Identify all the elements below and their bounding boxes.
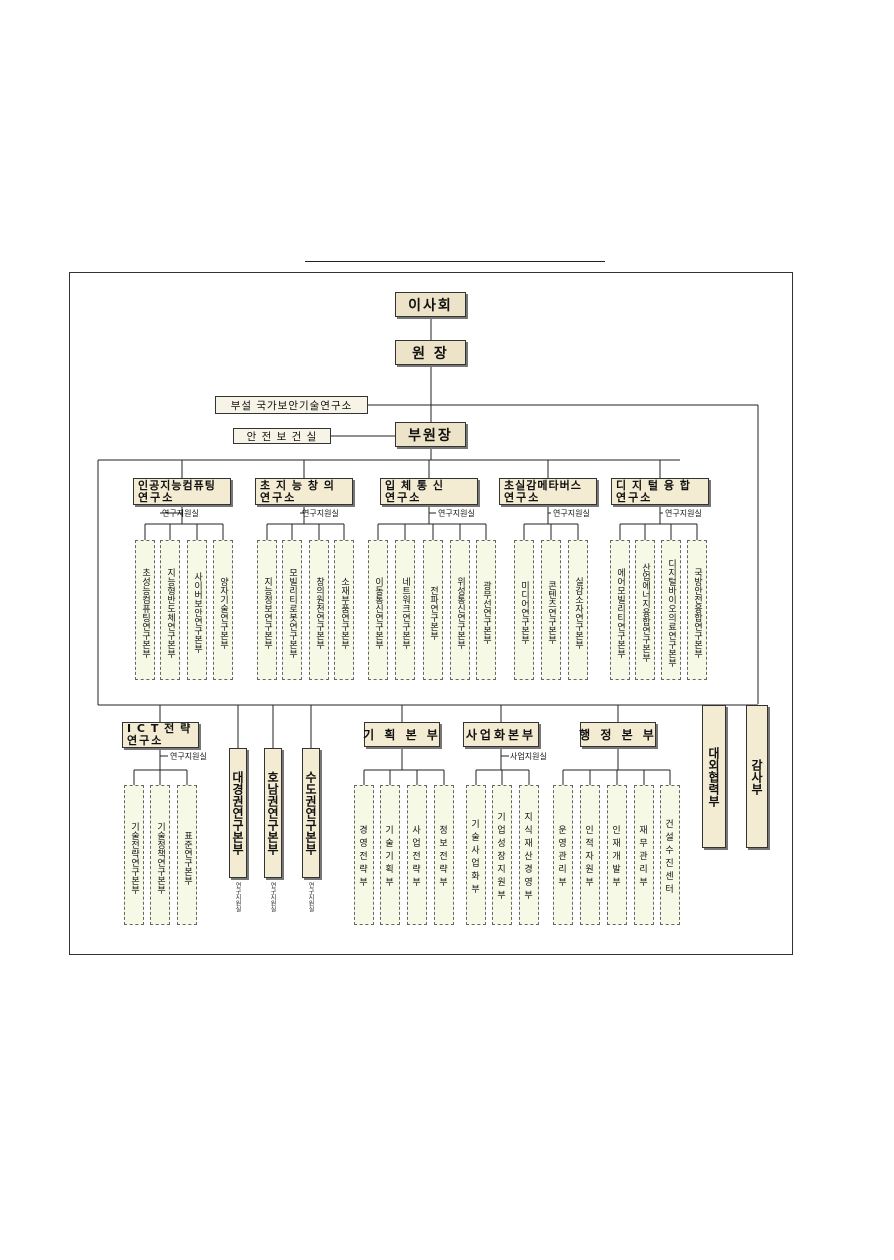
department-box: 인재개발부 (607, 785, 627, 925)
regional-division-box: 호남권연구본부 (264, 748, 282, 878)
regional-support-label: 연구지원실 (269, 882, 276, 912)
department-box: 경영전략부 (354, 785, 374, 925)
safety-box: 안 전 보 건 실 (233, 428, 331, 444)
institute-name: I C T 전 략 (127, 722, 192, 735)
department-box: 기술기획부 (380, 785, 400, 925)
institute-type: 연구소 (138, 490, 175, 504)
research-division-box: 광무선연구본부 (476, 540, 496, 680)
research-division-box: 초성능컴퓨팅연구본부 (135, 540, 155, 680)
research-division-box: 미디어연구본부 (514, 540, 534, 680)
institute-name: 초실감메타버스 (504, 478, 582, 492)
institute-type: 연구소 (260, 490, 297, 504)
title-underline (305, 261, 605, 262)
research-division-box: 실감소자연구본부 (568, 540, 588, 680)
research-division-box: 기술정책연구본부 (150, 785, 170, 925)
support-office-label: 연구지원실 (170, 752, 207, 761)
institute-name: 초 지 능 창 의 (260, 478, 335, 492)
department-box: 정보전략부 (434, 785, 454, 925)
regional-support-label: 연구지원실 (234, 882, 241, 912)
institute-name: 입 체 통 신 (385, 478, 444, 492)
nsr-box: 부설 국가보안기술연구소 (215, 396, 368, 414)
support-office-label: 연구지원실 (438, 509, 475, 518)
research-division-box: 양자기술연구본부 (213, 540, 233, 680)
institute-type: 연구소 (616, 490, 653, 504)
research-division-box: 전파연구본부 (423, 540, 443, 680)
research-division-box: 국방안전융합연구본부 (687, 540, 707, 680)
research-division-box: 콘텐츠연구본부 (541, 540, 561, 680)
department-box: 건설수진센터 (660, 785, 680, 925)
institute-name: 디 지 털 융 합 (616, 478, 691, 492)
research-division-box: 지능정보연구본부 (257, 540, 277, 680)
department-box: 인적자원부 (580, 785, 600, 925)
support-office-label: 연구지원실 (553, 509, 590, 518)
research-division-box: 에어모빌리티연구본부 (610, 540, 630, 680)
vice-president-box: 부원장 (395, 422, 466, 447)
institute-type: 연구소 (127, 734, 164, 747)
support-office-label: 연구지원실 (665, 509, 702, 518)
department-box: 기업성장지원부 (492, 785, 512, 925)
institute-name: 인공지능컴퓨팅 (138, 478, 216, 492)
research-division-box: 이동통신연구본부 (368, 540, 388, 680)
research-division-box: 창의원천연구본부 (309, 540, 329, 680)
research-division-box: 모빌리티로봇연구본부 (282, 540, 302, 680)
regional-division-box: 대경권연구본부 (229, 748, 247, 878)
board-box: 이사회 (395, 292, 466, 317)
research-division-box: 네트워크연구본부 (395, 540, 415, 680)
department-box: 지식재산경영부 (519, 785, 539, 925)
research-division-box: 지능형반도체연구본부 (160, 540, 180, 680)
research-division-box: 소재부품연구본부 (334, 540, 354, 680)
institute-type: 연구소 (504, 490, 541, 504)
business-support-label: 사업지원실 (510, 752, 547, 761)
institute-type: 연구소 (385, 490, 422, 504)
research-division-box: 표준연구본부 (177, 785, 197, 925)
division-box: 기 획 본 부 (363, 722, 440, 747)
president-box: 원 장 (395, 340, 466, 365)
external-affairs-box: 대외협력부 (702, 705, 726, 848)
department-box: 기술사업화부 (466, 785, 486, 925)
audit-box: 감사부 (746, 705, 768, 848)
research-division-box: 사이버보안연구본부 (187, 540, 207, 680)
division-box: 행 정 본 부 (579, 722, 656, 747)
research-division-box: 기술전략연구본부 (124, 785, 144, 925)
regional-support-label: 연구지원실 (307, 882, 314, 912)
support-office-label: 연구지원실 (302, 509, 339, 518)
support-office-label: 연구지원실 (162, 509, 199, 518)
research-division-box: 위성통신연구본부 (450, 540, 470, 680)
org-chart-frame (69, 272, 793, 955)
research-division-box: 디지털바이오의료연구본부 (661, 540, 681, 680)
division-box: 사업화본부 (463, 722, 539, 747)
department-box: 운영관리부 (553, 785, 573, 925)
regional-division-box: 수도권연구본부 (302, 748, 320, 878)
research-division-box: 산업에너지융합연구본부 (635, 540, 655, 680)
department-box: 사업전략부 (407, 785, 427, 925)
department-box: 재무관리부 (634, 785, 654, 925)
